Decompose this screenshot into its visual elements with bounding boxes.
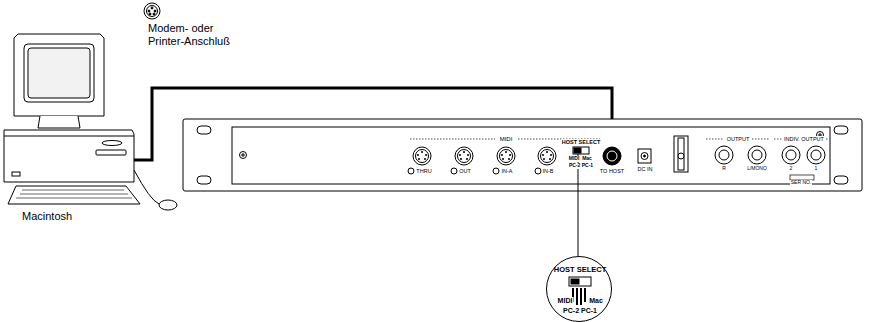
panel-label: OUT — [458, 168, 472, 174]
dc-in-jack — [638, 149, 651, 163]
to-host-port — [603, 147, 621, 165]
callout-circle: HOST SELECT MIDI MacPC-2 PC-1 — [546, 256, 612, 322]
output-jacks — [706, 139, 828, 180]
caption-label: Modem- oder Printer-Anschluß — [148, 22, 248, 48]
panel-label: THRU — [415, 168, 432, 174]
panel-label: INDIV. OUTPUT — [783, 136, 825, 142]
panel-label: DC IN — [637, 166, 654, 172]
panel-label: MIDI — [568, 156, 581, 162]
rack-unit — [183, 119, 862, 191]
panel-label: TO HOST — [599, 168, 625, 174]
caption-label: Macintosh — [22, 210, 72, 222]
panel-label: MIDI — [499, 136, 514, 143]
panel-label: L/MONO — [746, 166, 768, 172]
panel-label: 1 — [814, 166, 819, 172]
callout-text: HOST SELECT — [554, 266, 607, 274]
panel-label: IN-A — [501, 168, 514, 174]
panel-label: OUTPUT — [726, 136, 751, 142]
panel-label: SER NO. — [790, 180, 813, 186]
callout-text: MIDI — [557, 297, 574, 304]
callout-leader — [578, 162, 579, 256]
callout-text: Mac — [588, 297, 604, 304]
port-icon — [144, 3, 160, 19]
cable-clamp — [674, 136, 688, 172]
panel-label: R — [721, 166, 727, 172]
panel-label: PC-2 PC-1 — [568, 163, 594, 169]
panel-label: Mac — [581, 156, 593, 162]
panel-label: 2 — [789, 166, 794, 172]
callout-text: PC-2 PC-1 — [563, 307, 597, 314]
panel-label: HOST SELECT — [561, 139, 602, 145]
panel-label: IN-B — [542, 168, 555, 174]
